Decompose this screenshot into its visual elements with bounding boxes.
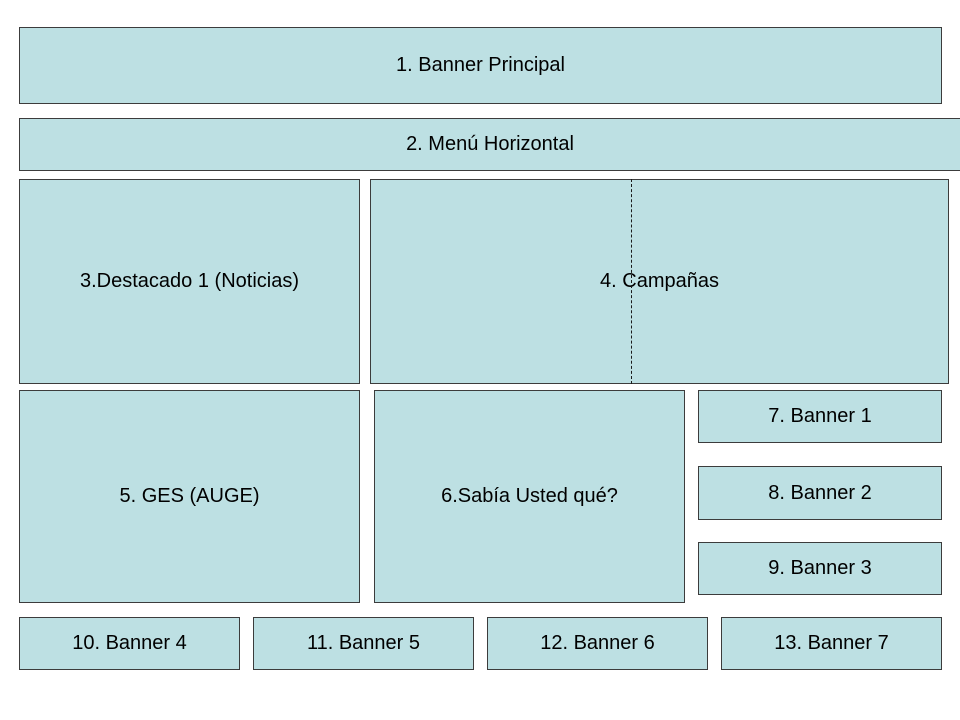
banner-principal-block: 1. Banner Principal	[19, 27, 942, 104]
banner-6-block: 12. Banner 6	[487, 617, 708, 670]
campanas-divider-line	[631, 179, 632, 384]
campanas-label: 4. Campañas	[600, 270, 719, 292]
ges-auge-block: 5. GES (AUGE)	[19, 390, 360, 603]
sabia-usted-que-label: 6.Sabía Usted qué?	[441, 485, 618, 507]
banner-3-block: 9. Banner 3	[698, 542, 942, 595]
banner-7-block: 13. Banner 7	[721, 617, 942, 670]
destacado-noticias-block: 3.Destacado 1 (Noticias)	[19, 179, 360, 384]
destacado-noticias-label: 3.Destacado 1 (Noticias)	[80, 270, 299, 292]
banner-1-label: 7. Banner 1	[768, 405, 872, 427]
banner-4-block: 10. Banner 4	[19, 617, 240, 670]
banner-7-label: 13. Banner 7	[774, 632, 889, 654]
banner-5-block: 11. Banner 5	[253, 617, 474, 670]
banner-3-label: 9. Banner 3	[768, 557, 872, 579]
menu-horizontal-block: 2. Menú Horizontal	[19, 118, 960, 171]
banner-1-block: 7. Banner 1	[698, 390, 942, 443]
banner-2-block: 8. Banner 2	[698, 466, 942, 520]
banner-principal-label: 1. Banner Principal	[396, 54, 565, 76]
banner-2-label: 8. Banner 2	[768, 481, 872, 504]
ges-auge-label: 5. GES (AUGE)	[119, 485, 260, 507]
banner-5-label: 11. Banner 5	[306, 632, 421, 654]
sabia-usted-que-block: 6.Sabía Usted qué?	[374, 390, 685, 603]
banner-4-label: 10. Banner 4	[72, 632, 187, 654]
campanas-block: 4. Campañas	[370, 179, 949, 384]
banner-6-label: 12. Banner 6	[540, 632, 655, 654]
menu-horizontal-label: 2. Menú Horizontal	[406, 133, 574, 155]
